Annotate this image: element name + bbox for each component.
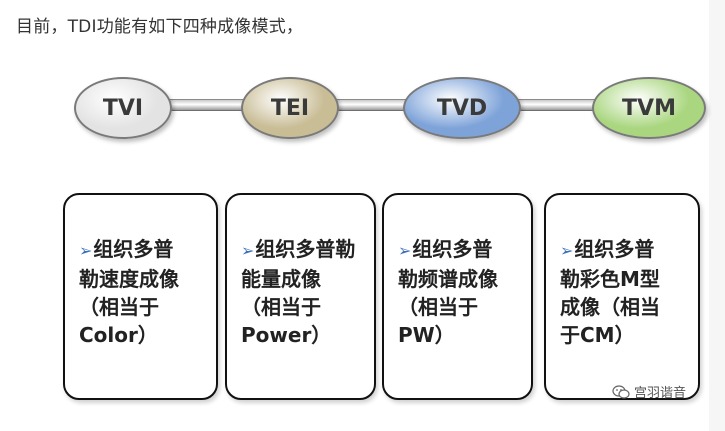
card-line: （相当于 <box>398 295 478 319</box>
mode-label: TVI <box>102 95 144 121</box>
arrow-bullet-icon: ➢ <box>560 241 574 260</box>
mode-card-tvi: ➢组织多普 勒速度成像 （相当于 Color） <box>63 193 218 400</box>
card-line: 于CM） <box>560 323 635 347</box>
mode-node-tvm: TVM <box>592 77 706 139</box>
arrow-bullet-icon: ➢ <box>241 241 255 260</box>
card-line: 勒速度成像 <box>79 267 179 291</box>
mode-node-tvd: TVD <box>403 77 521 139</box>
card-line: 能量成像 <box>241 267 321 291</box>
watermark-text: 宫羽谐音 <box>634 386 687 401</box>
card-line: （相当于 <box>241 295 321 319</box>
card-line: ➢组织多普 <box>79 237 174 261</box>
card-line: Power） <box>241 323 332 347</box>
mode-node-tvi: TVI <box>74 77 172 139</box>
mode-label: TVD <box>436 95 488 121</box>
connector-tvi-tei <box>160 99 250 111</box>
page-edge-strip <box>709 0 725 431</box>
mode-card-tvd: ➢组织多普 勒频谱成像 （相当于 PW） <box>382 193 533 400</box>
watermark: 宫羽谐音 <box>612 382 686 401</box>
arrow-bullet-icon: ➢ <box>79 241 93 260</box>
card-line: （相当于 <box>79 295 159 319</box>
mode-card-tei: ➢组织多普勒 能量成像 （相当于 Power） <box>225 193 376 400</box>
card-line: 成像（相当 <box>560 295 660 319</box>
card-line: ➢组织多普 <box>560 237 655 261</box>
mode-card-tvm: ➢组织多普 勒彩色M型 成像（相当 于CM） <box>544 193 700 400</box>
arrow-bullet-icon: ➢ <box>398 241 412 260</box>
card-line: Color） <box>79 323 158 347</box>
connector-tvd-tvm <box>510 99 600 111</box>
mode-label: TEI <box>270 95 310 121</box>
mode-node-tei: TEI <box>241 77 339 139</box>
intro-text: 目前，TDI功能有如下四种成像模式， <box>16 17 304 37</box>
connector-tei-tvd <box>328 99 410 111</box>
card-line: 勒频谱成像 <box>398 267 498 291</box>
wechat-icon <box>612 384 630 399</box>
card-line: PW） <box>398 323 455 347</box>
card-line: ➢组织多普 <box>398 237 493 261</box>
card-line: 勒彩色M型 <box>560 267 660 291</box>
mode-label: TVM <box>622 95 676 121</box>
card-line: ➢组织多普勒 <box>241 237 356 261</box>
